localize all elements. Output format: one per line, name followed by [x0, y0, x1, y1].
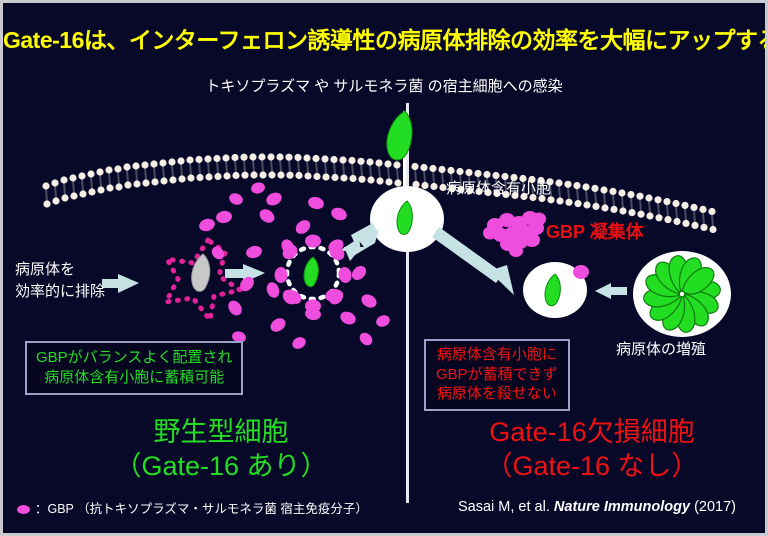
arrow-to-right-vesicle	[432, 227, 514, 295]
panel-divider	[406, 103, 409, 503]
label-proliferation: 病原体の増殖	[616, 341, 707, 358]
caption-ko-line2: （Gate-16 なし）	[485, 450, 699, 481]
pathogen-crescent-top	[386, 110, 413, 161]
gbp-legend-dot-icon	[17, 505, 30, 515]
legend-text: ：GBP （抗トキソプラズマ・サルモネラ菌 宿主免疫分子）	[35, 502, 368, 516]
label-efficient-exclusion: 病原体を 効率的に排除	[15, 259, 105, 303]
citation-journal: Nature Immunology	[553, 499, 691, 515]
label-exclusion-line2: 効率的に排除	[15, 282, 106, 300]
label-gbp-aggregate: GBP 凝集体	[546, 222, 644, 242]
callout-red: 病原体含有小胞に GBPが蓄積できず 病原体を殺せない	[424, 339, 570, 411]
callout-red-line2: GBPが蓄積できず	[436, 365, 558, 383]
citation-authors: Sasai M, et al.	[458, 499, 554, 515]
caption-knockout: Gate-16欠損細胞 （Gate-16 なし）	[427, 416, 757, 484]
single-gbp-dot	[573, 265, 589, 279]
citation-year: (2017)	[690, 499, 737, 515]
callout-green-line1: GBPがバランスよく配置され	[36, 349, 233, 366]
legend: ：GBP （抗トキソプラズマ・サルモネラ菌 宿主免疫分子）	[17, 498, 368, 517]
callout-green-line2: 病原体含有小胞に蓄積可能	[44, 368, 225, 386]
ruptured-vesicle-star	[161, 236, 247, 327]
scattered-gbp-dots	[199, 182, 390, 349]
arrow-to-left-vesicle	[339, 223, 379, 261]
caption-ko-line1: Gate-16欠損細胞	[489, 417, 695, 447]
caption-wt-line2: （Gate-16 あり）	[114, 450, 328, 481]
callout-red-line1: 病原体含有小胞に	[436, 346, 557, 363]
label-exclusion-line1: 病原体を	[15, 261, 76, 278]
gbp-aggregate-cluster	[483, 211, 546, 257]
page-title: Gate-16は、インターフェロン誘導性の病原体排除の効率を大幅にアップする	[3, 27, 768, 53]
pathogen-proliferation-rosette	[633, 251, 731, 337]
callout-red-line3: 病原体を殺せない	[436, 385, 557, 402]
callout-green: GBPがバランスよく配置され 病原体含有小胞に蓄積可能	[25, 341, 244, 395]
label-pathogen-vesicle: 病原体含有小胞	[446, 180, 552, 197]
central-pathogen-vesicle	[370, 186, 444, 252]
arrow-rupture	[225, 264, 265, 283]
arrow-exclusion	[102, 274, 139, 293]
caption-wild-type: 野生型細胞 （Gate-16 あり）	[91, 416, 351, 484]
subtitle-infection: トキソプラズマ や サルモネラ菌 の宿主細胞への感染	[205, 78, 563, 95]
caption-wt-line1: 野生型細胞	[153, 417, 289, 447]
right-pathogen-vesicle	[523, 262, 589, 318]
arrow-proliferation	[595, 283, 627, 299]
citation: Sasai M, et al. Nature Immunology (2017)	[458, 499, 736, 515]
cell-membrane-bilayer	[42, 153, 717, 234]
diagram-artwork	[42, 103, 731, 503]
